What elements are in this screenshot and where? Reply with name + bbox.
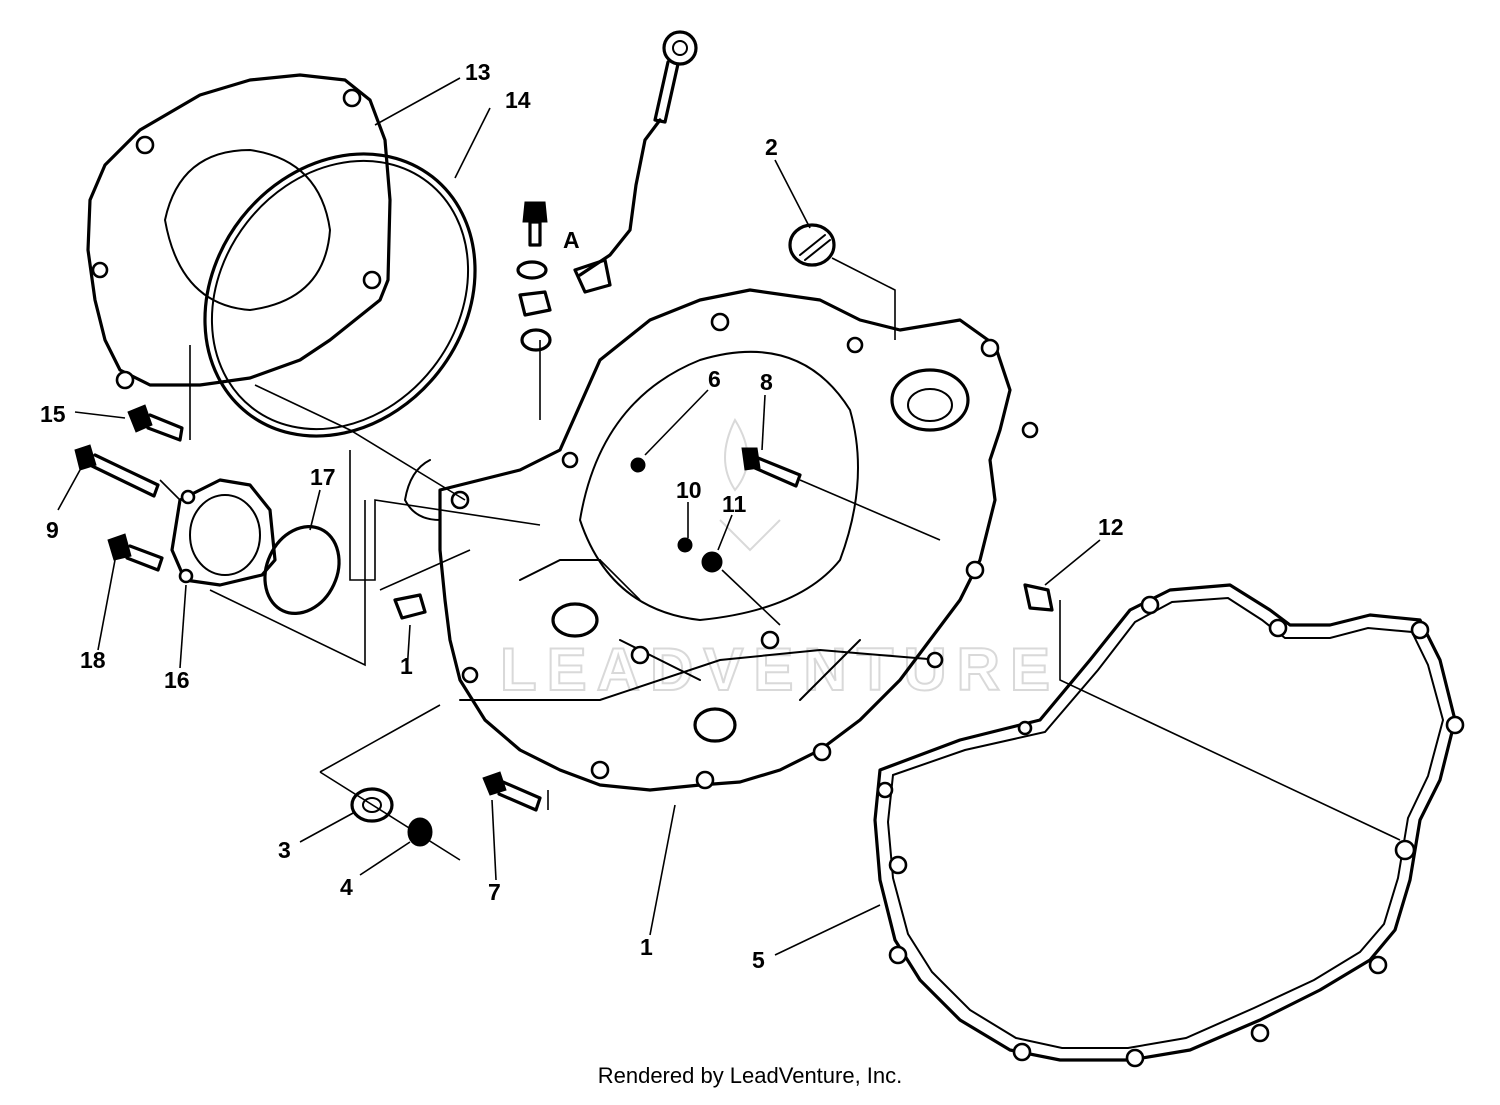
watermark-text: LEADVENTURE <box>500 636 1060 703</box>
part-18-bolt <box>107 533 164 572</box>
callout-13: 13 <box>465 59 491 85</box>
part-8-bolt <box>741 447 802 488</box>
part-1-crankcase-cover <box>403 288 1039 792</box>
callout-11: 11 <box>722 491 747 517</box>
callout-2: 2 <box>765 134 778 160</box>
part-9-bolt <box>74 444 160 498</box>
callout-17: 17 <box>310 464 336 490</box>
callout-7: 7 <box>488 879 501 905</box>
part-13-outer-cover <box>86 73 392 390</box>
leader-lines <box>57 77 1401 956</box>
callout-15: 15 <box>40 401 66 427</box>
callout-1: 1 <box>640 934 653 960</box>
part-10-nut <box>677 537 693 553</box>
callout-12: 12 <box>1098 514 1124 540</box>
callout-16: 16 <box>164 667 190 693</box>
callout-1b: 1 <box>400 653 413 679</box>
part-16-housing <box>170 478 277 587</box>
callout-5: 5 <box>752 947 765 973</box>
footer-credit: Rendered by LeadVenture, Inc. <box>597 1063 903 1088</box>
part-4-nut <box>407 817 433 847</box>
part-7-bolt <box>482 771 542 812</box>
callout-6: 6 <box>708 366 721 392</box>
part-6-nut <box>630 457 646 473</box>
oil-line-assembly <box>516 30 698 352</box>
callout-9: 9 <box>46 517 59 543</box>
callout-labels: 13 14 2 A 6 8 15 9 17 10 11 12 18 16 1 3… <box>40 59 1124 973</box>
part-12-dowel <box>1023 583 1054 612</box>
part-3-collar <box>350 787 394 823</box>
callout-18: 18 <box>80 647 106 673</box>
callout-10: 10 <box>676 477 702 503</box>
part-17-small-o-ring <box>263 525 341 615</box>
callout-3: 3 <box>278 837 291 863</box>
callout-8: 8 <box>760 369 773 395</box>
part-15-bolt <box>127 404 184 442</box>
part-2-cap <box>788 223 836 267</box>
part-11-washer <box>701 551 723 573</box>
callout-14: 14 <box>505 87 531 113</box>
part-14-o-ring <box>203 152 477 438</box>
part-5-gasket <box>873 583 1465 1068</box>
part-1b-dowel <box>393 593 427 620</box>
callout-A: A <box>563 227 580 253</box>
callout-4: 4 <box>340 874 353 900</box>
